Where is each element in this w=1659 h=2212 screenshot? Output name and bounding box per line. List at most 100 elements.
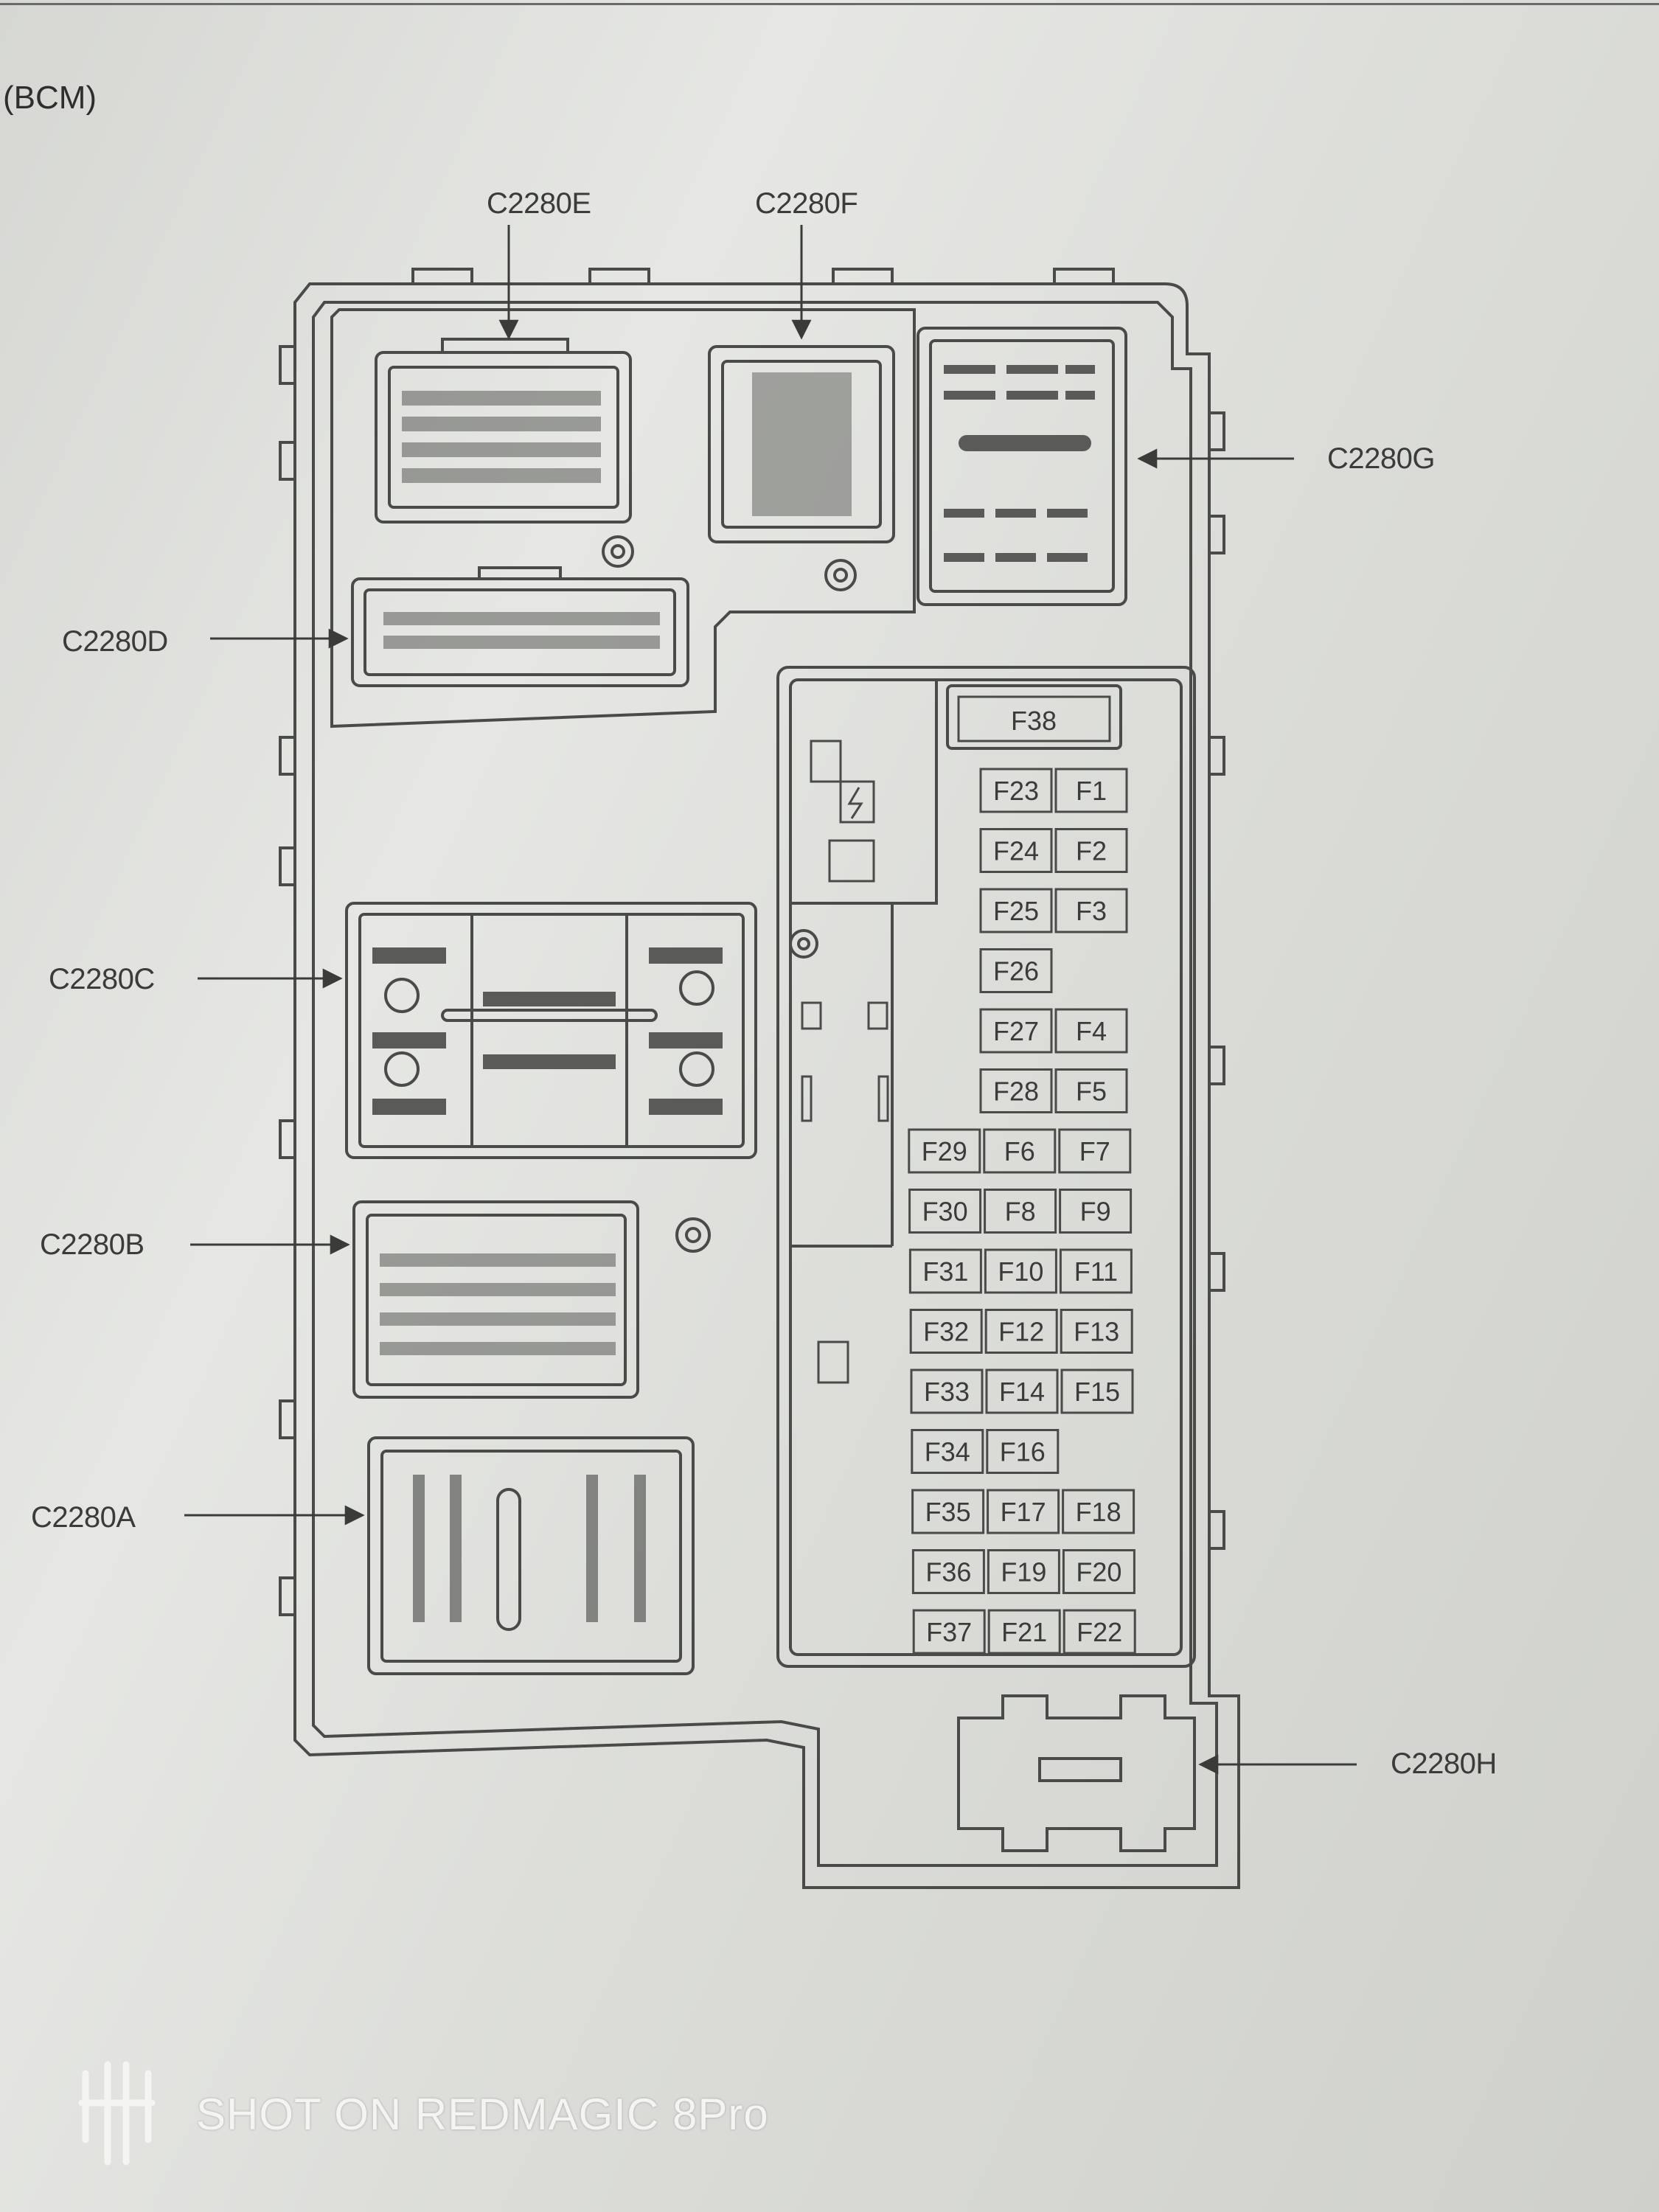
lightning-icon <box>839 780 875 824</box>
fuse-label-f31: F31 <box>922 1256 968 1287</box>
fuse-label-f25: F25 <box>993 896 1039 926</box>
fuse-label-f23: F23 <box>993 776 1039 806</box>
fuse-label-f2: F2 <box>1076 836 1107 866</box>
fuse-label-f22: F22 <box>1077 1617 1122 1647</box>
c2280b-pins <box>380 1253 616 1355</box>
fuse-label-f4: F4 <box>1076 1016 1107 1046</box>
fuse-box-f23 <box>979 768 1053 813</box>
fuse-box-f21 <box>987 1609 1061 1655</box>
fuse-label-f24: F24 <box>993 836 1039 866</box>
connector-c2280d <box>351 577 689 687</box>
fuse-label-f5: F5 <box>1076 1077 1107 1107</box>
fuse-box-f2 <box>1054 828 1128 873</box>
fuse-label-f19: F19 <box>1001 1557 1046 1587</box>
label-c2280b: C2280B <box>40 1228 145 1261</box>
c2280f-pins <box>752 372 852 516</box>
c2280g-pins <box>944 365 1095 562</box>
fuse-label-f9: F9 <box>1080 1197 1111 1227</box>
fuse-label-f29: F29 <box>922 1136 967 1166</box>
page-top-rule <box>0 3 1659 5</box>
fuse-label-f7: F7 <box>1079 1136 1110 1166</box>
fuse-box-f14 <box>985 1368 1059 1414</box>
fuse-label-f34: F34 <box>925 1437 970 1467</box>
fuse-box-f6 <box>983 1128 1057 1174</box>
fuse-label-f13: F13 <box>1074 1317 1119 1347</box>
fuse-label-f3: F3 <box>1076 896 1107 926</box>
connector-c2280a <box>367 1436 695 1675</box>
fuse-label-f11: F11 <box>1074 1256 1118 1287</box>
connector-c2280c <box>345 902 757 1159</box>
relay-icon <box>810 740 842 783</box>
fuse-box-f5 <box>1054 1068 1128 1113</box>
fuse-label-f10: F10 <box>998 1256 1043 1287</box>
fuse-box-f1 <box>1054 768 1128 813</box>
fuse-box-f25 <box>979 888 1053 933</box>
fuse-label-f30: F30 <box>922 1197 968 1227</box>
c2280a-pins <box>413 1475 646 1631</box>
connector-c2280h <box>957 1694 1196 1852</box>
diagram-title: (BCM) <box>3 80 97 116</box>
fuse-label-f27: F27 <box>993 1016 1039 1046</box>
fuse-label-f26: F26 <box>993 956 1039 987</box>
fuse-label-f12: F12 <box>998 1317 1044 1347</box>
camera-watermark: SHOT ON REDMAGIC 8Pro <box>71 2059 769 2169</box>
fuse-label-f28: F28 <box>993 1077 1039 1107</box>
fuse-box-f9 <box>1059 1189 1133 1234</box>
fuse-box-f11 <box>1059 1248 1133 1294</box>
fuse-box-f37 <box>912 1609 986 1655</box>
fuse-box-f10 <box>984 1248 1057 1294</box>
c2280d-pins <box>383 612 660 649</box>
label-c2280f: C2280F <box>755 187 858 220</box>
fuse-box-f8 <box>984 1189 1057 1234</box>
fuse-label-f8: F8 <box>1005 1197 1036 1227</box>
fuse-box-f32 <box>909 1309 983 1354</box>
watermark-text: SHOT ON REDMAGIC 8Pro <box>196 2089 769 2139</box>
fuse-label-f21: F21 <box>1001 1617 1047 1647</box>
fuse-box-f17 <box>987 1489 1060 1534</box>
fuse-box-f15 <box>1060 1368 1134 1414</box>
fuse-box-f22 <box>1062 1609 1136 1655</box>
housing-outer <box>293 282 1240 1889</box>
housing-inner <box>312 301 1218 1867</box>
fuse-box-f24 <box>979 828 1053 873</box>
fuse-label-f1: F1 <box>1076 776 1107 806</box>
connector-c2280b <box>352 1200 639 1399</box>
redmagic-logo-icon <box>78 2061 156 2166</box>
fuse-box-f18 <box>1062 1489 1135 1534</box>
fuse-label-f15: F15 <box>1074 1377 1120 1407</box>
connector-c2280g <box>917 327 1127 606</box>
fuse-box-f28 <box>979 1068 1053 1113</box>
upper-bay <box>330 308 916 728</box>
fuse-label-f18: F18 <box>1076 1497 1121 1527</box>
fuse-f38-holder <box>946 684 1122 750</box>
fuse-label-f20: F20 <box>1076 1557 1121 1587</box>
label-c2280g: C2280G <box>1327 442 1435 475</box>
fuse-label-f17: F17 <box>1001 1497 1046 1527</box>
fuse-label-f33: F33 <box>924 1377 970 1407</box>
c2280c-pins <box>372 947 723 1115</box>
fuse-box-f7 <box>1058 1128 1132 1174</box>
label-c2280e: C2280E <box>487 187 591 220</box>
fuse-box-f36 <box>911 1549 985 1594</box>
label-c2280h: C2280H <box>1391 1747 1497 1780</box>
label-c2280c: C2280C <box>49 963 155 995</box>
fuse-label-f14: F14 <box>999 1377 1045 1407</box>
fuse-box-f30 <box>908 1189 982 1234</box>
fuse-box-f31 <box>908 1248 982 1294</box>
fuse-label-f37: F37 <box>926 1617 972 1647</box>
fuse-box-f16 <box>986 1429 1060 1474</box>
fuse-box-f27 <box>979 1008 1053 1054</box>
fuse-label-f32: F32 <box>923 1317 969 1347</box>
fuse-box-f19 <box>987 1549 1060 1594</box>
battery-icon <box>828 839 875 883</box>
fuse-box-f26 <box>979 948 1053 993</box>
fuse-box-f29 <box>908 1128 981 1174</box>
fuse-label-f6: F6 <box>1004 1136 1035 1166</box>
c2280e-pins <box>402 391 601 483</box>
fuse-box-f20 <box>1062 1549 1135 1594</box>
fuse-label-f36: F36 <box>925 1557 971 1587</box>
fuse-panel <box>776 666 1196 1668</box>
